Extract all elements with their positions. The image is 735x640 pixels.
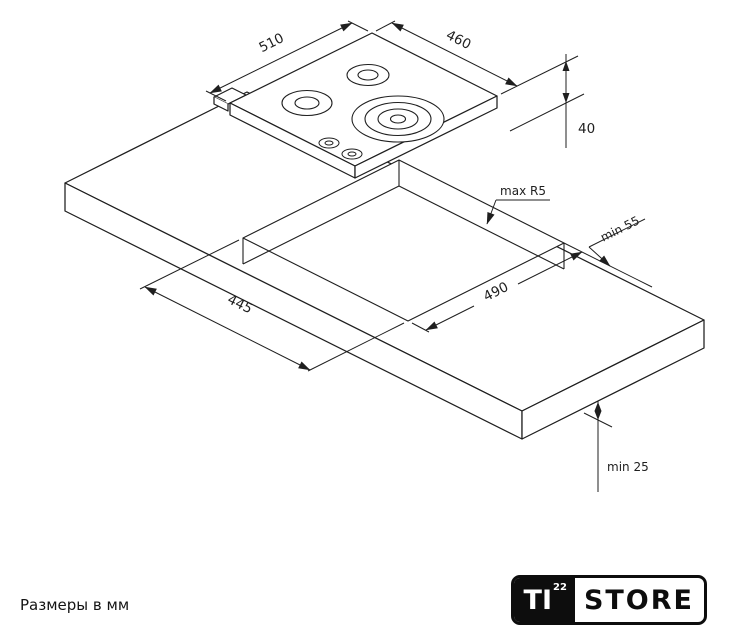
store-logo: TI 22 STORE <box>510 575 707 625</box>
dim-label-40: 40 <box>578 121 595 137</box>
burner-wok <box>351 95 445 143</box>
countertop-front-right-face <box>521 319 705 440</box>
burner-left <box>281 89 333 117</box>
burner-aux-2 <box>341 148 363 160</box>
logo-store-text: STORE <box>583 584 694 616</box>
countertop-cutout <box>242 159 565 322</box>
dim-label-510: 510 <box>256 30 286 56</box>
burner-aux-1 <box>318 137 340 149</box>
dim-corner-radius: max R5 <box>486 184 550 225</box>
cooktop-side-bracket-edge <box>213 97 229 112</box>
dim-hob-height: 40 <box>509 54 595 148</box>
logo-ti-badge: TI 22 <box>513 578 575 622</box>
dim-label-min25: min 25 <box>607 460 649 474</box>
dim-label-min55: min 55 <box>598 213 642 244</box>
dim-label-460: 460 <box>443 27 473 53</box>
installation-diagram: 445 490 min 55 max R5 min 25 <box>64 20 705 492</box>
burner-rear <box>346 63 390 87</box>
logo-ti-text: TI <box>523 584 553 616</box>
dim-bottom-clearance: min 25 <box>583 401 649 492</box>
dim-label-maxR5: max R5 <box>500 184 546 198</box>
logo-ti-sup: 22 <box>553 582 567 593</box>
units-note: Размеры в мм <box>20 596 130 614</box>
